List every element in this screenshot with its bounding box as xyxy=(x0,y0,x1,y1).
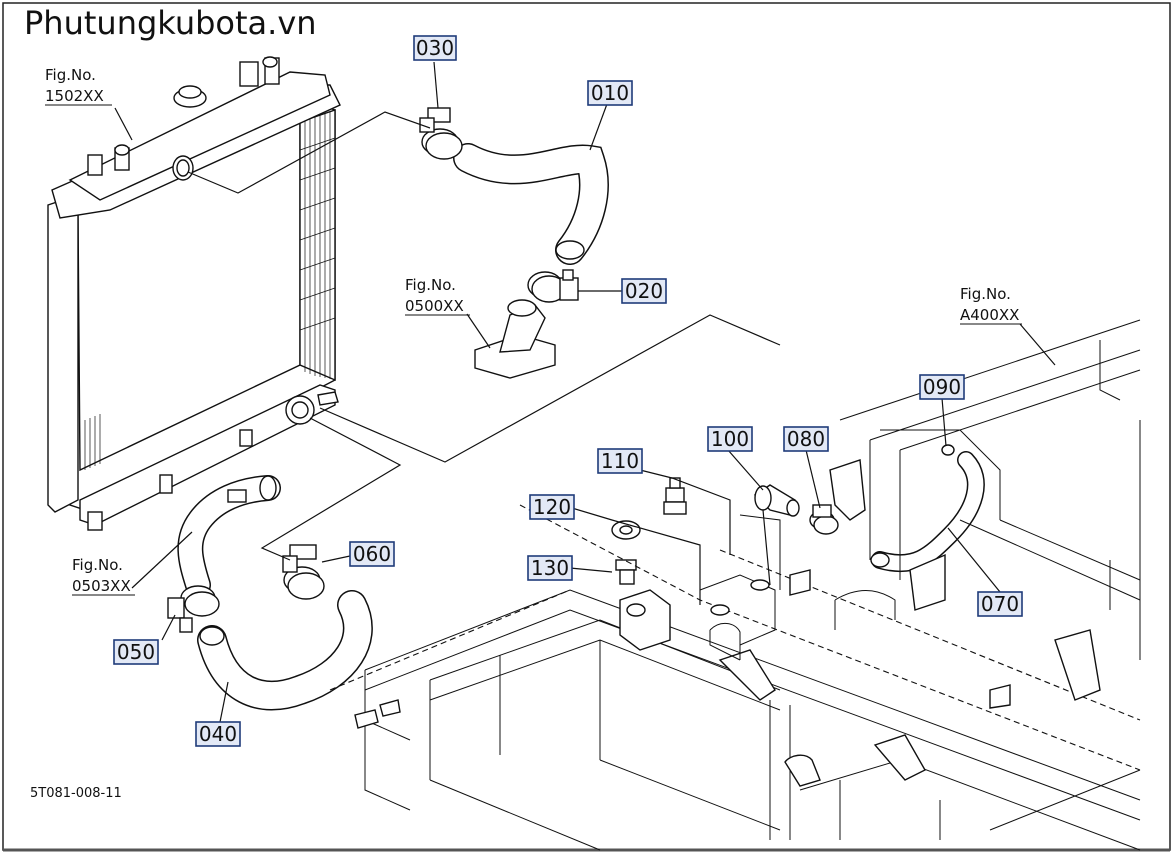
fig-ref-label: Fig.No. xyxy=(72,556,123,574)
callout-060[interactable]: 060 xyxy=(349,541,395,567)
lower-hose-040 xyxy=(197,590,373,711)
callout-label: 130 xyxy=(531,556,569,580)
engine-frame xyxy=(329,319,1141,851)
callout-020[interactable]: 020 xyxy=(621,278,667,304)
clamp-030 xyxy=(419,107,463,160)
radiator xyxy=(47,56,341,531)
callout-label: 010 xyxy=(591,81,629,105)
heater-hose-070 xyxy=(870,451,985,573)
callout-080[interactable]: 080 xyxy=(783,426,829,452)
callout-050[interactable]: 050 xyxy=(113,639,159,665)
leader-lines xyxy=(114,61,1056,723)
fig-ref-0503: Fig.No. 0503XX xyxy=(72,556,135,596)
callout-110[interactable]: 110 xyxy=(597,448,643,474)
fig-ref-label: Fig.No. xyxy=(405,276,456,294)
callout-010[interactable]: 010 xyxy=(587,80,633,106)
callout-label: 030 xyxy=(416,36,454,60)
drain-plug-130 xyxy=(615,559,637,585)
callout-label: 060 xyxy=(353,542,391,566)
clamp-080 xyxy=(809,504,839,535)
clamp-050 xyxy=(167,585,220,633)
clamp-060 xyxy=(282,544,325,600)
fig-ref-number: A400XX xyxy=(960,306,1019,324)
upper-hose-010 xyxy=(453,143,609,265)
clamp-020 xyxy=(527,269,579,303)
callout-120[interactable]: 120 xyxy=(529,494,575,520)
fig-ref-0500: Fig.No. 0500XX xyxy=(405,276,470,316)
watermark-text: Phutungkubota.vn xyxy=(24,4,317,42)
callout-label: 090 xyxy=(923,375,961,399)
elbow-100 xyxy=(753,484,800,517)
fig-ref-1502: Fig.No. 1502XX xyxy=(45,66,112,106)
callout-label: 020 xyxy=(625,279,663,303)
clip-090 xyxy=(941,444,955,456)
fig-ref-a400: Fig.No. A400XX xyxy=(960,285,1022,325)
callout-label: 110 xyxy=(601,449,639,473)
callout-label: 070 xyxy=(981,592,1019,616)
callout-label: 120 xyxy=(533,495,571,519)
fig-ref-label: Fig.No. xyxy=(960,285,1011,303)
callout-090[interactable]: 090 xyxy=(919,374,965,400)
bracket-near-080 xyxy=(829,459,866,521)
diagram-code: 5T081-008-11 xyxy=(30,786,122,801)
callout-label: 040 xyxy=(199,722,237,746)
fig-ref-label: Fig.No. xyxy=(45,66,96,84)
callout-130[interactable]: 130 xyxy=(527,555,573,581)
fig-ref-number: 0500XX xyxy=(405,297,464,315)
callout-label: 100 xyxy=(711,427,749,451)
callout-100[interactable]: 100 xyxy=(707,426,753,452)
callout-040[interactable]: 040 xyxy=(195,721,241,747)
thermostat-cover xyxy=(474,299,556,379)
callout-030[interactable]: 030 xyxy=(413,35,457,61)
callout-label: 080 xyxy=(787,427,825,451)
fig-ref-number: 1502XX xyxy=(45,87,104,105)
callout-070[interactable]: 070 xyxy=(977,591,1023,617)
fig-ref-number: 0503XX xyxy=(72,577,131,595)
lower-hose-upper-piece xyxy=(177,475,281,598)
callout-label: 050 xyxy=(117,640,155,664)
plug-110 xyxy=(663,477,687,515)
